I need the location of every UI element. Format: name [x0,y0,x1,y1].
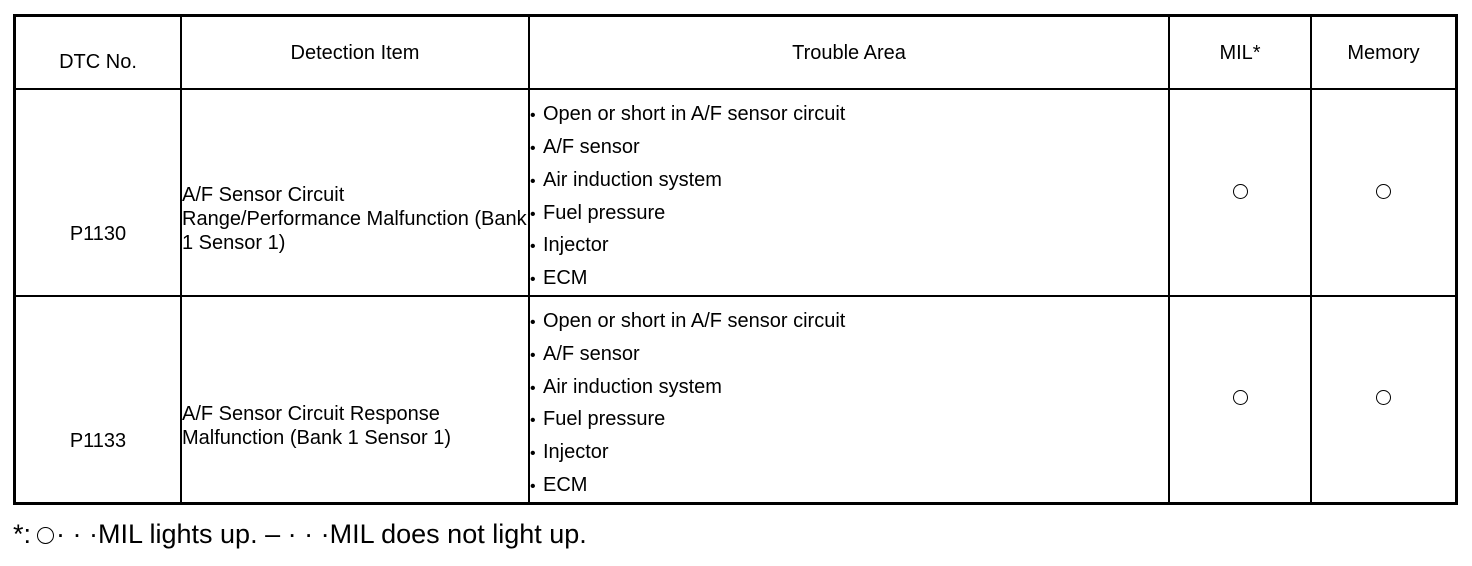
trouble-area-text: Open or short in A/F sensor circuit [543,103,846,126]
header-trouble-area: Trouble Area [528,14,1170,90]
header-detection-item: Detection Item [180,14,530,90]
trouble-area-item: • A/F sensor [530,338,1168,371]
bullet-icon: • [530,444,536,462]
bullet-icon: • [530,314,536,332]
trouble-area-text: A/F sensor [543,342,640,365]
table-body: P1130 A/F Sensor Circuit Range/Performan… [13,88,1458,504]
table-row: P1130 A/F Sensor Circuit Range/Performan… [13,88,1458,297]
circle-icon [1376,390,1391,406]
trouble-area-text: Injector [543,234,609,257]
trouble-area-text: Air induction system [543,168,722,191]
detection-item-cell: A/F Sensor Circuit Response Malfunction … [180,295,530,504]
trouble-area-cell: • Open or short in A/F sensor circuit • A/… [528,88,1170,297]
circle-icon [37,527,55,544]
trouble-area-item: • Open or short in A/F sensor circuit [530,98,1168,131]
bullet-icon: • [530,238,536,256]
bullet-icon: • [530,107,536,125]
mil-cell [1168,88,1312,297]
trouble-area-item: • Open or short in A/F sensor circuit [530,305,1168,338]
bullet-icon: • [530,477,536,495]
bullet-icon: • [530,412,536,430]
footnote-dash-meaning: · · ·MIL does not light up. [287,519,587,549]
trouble-area-item: • Fuel pressure [530,403,1168,436]
detection-item-text: A/F Sensor Circuit Range/Performance Mal… [182,184,527,254]
detection-item-cell: A/F Sensor Circuit Range/Performance Mal… [180,88,530,297]
trouble-area-text: Injector [543,440,609,463]
memory-cell [1310,295,1458,504]
trouble-area-cell: • Open or short in A/F sensor circuit • A/… [528,295,1170,504]
footnote-circle-meaning: · · ·MIL lights up. [56,519,258,549]
header-row: DTC No. Detection Item Trouble Area MIL*… [13,14,1458,90]
header-dtc-no-label: DTC No. [59,50,137,73]
mil-cell [1168,295,1312,504]
trouble-area-text: ECM [543,473,588,496]
trouble-area-text: Air induction system [543,375,722,398]
trouble-area-item: • Fuel pressure [530,197,1168,230]
trouble-area-text: Fuel pressure [543,408,666,431]
trouble-area-text: Fuel pressure [543,201,666,224]
circle-icon [1376,183,1391,199]
table-header: DTC No. Detection Item Trouble Area MIL*… [13,14,1458,90]
trouble-area-list: • Open or short in A/F sensor circuit • A/… [530,297,1168,501]
dtc-table: DTC No. Detection Item Trouble Area MIL*… [13,14,1458,505]
footnote-dash: – [265,519,281,549]
header-dtc-no: DTC No. [13,14,182,90]
dtc-code: P1133 [69,429,127,452]
bullet-icon: • [530,270,536,288]
footnote: *: · · ·MIL lights up. – · · ·MIL does no… [13,516,587,552]
dtc-code-cell: P1130 [13,88,182,297]
trouble-area-item: • ECM [530,262,1168,295]
trouble-area-item: • ECM [530,469,1168,502]
trouble-area-item: • Air induction system [530,164,1168,197]
table-row: P1133 A/F Sensor Circuit Response Malfun… [13,295,1458,504]
dtc-code-cell: P1133 [13,295,182,504]
bullet-icon: • [530,172,536,190]
trouble-area-text: A/F sensor [543,136,640,159]
header-mil: MIL* [1168,14,1312,90]
bullet-icon: • [530,346,536,364]
header-memory: Memory [1310,14,1458,90]
circle-icon [1232,390,1248,406]
trouble-area-item: • Injector [530,229,1168,262]
trouble-area-text: Open or short in A/F sensor circuit [543,310,846,333]
trouble-area-text: ECM [543,266,588,289]
detection-item-text: A/F Sensor Circuit Response Malfunction … [182,402,452,449]
footnote-prefix: *: [13,519,32,549]
trouble-area-item: • A/F sensor [530,131,1168,164]
bullet-icon: • [530,205,536,223]
trouble-area-item: • Injector [530,436,1168,469]
trouble-area-list: • Open or short in A/F sensor circuit • A/… [530,90,1168,294]
bullet-icon: • [530,140,536,158]
memory-cell [1310,88,1458,297]
circle-icon [1232,183,1248,199]
trouble-area-item: • Air induction system [530,371,1168,404]
bullet-icon: • [530,379,536,397]
dtc-code: P1130 [69,223,127,245]
